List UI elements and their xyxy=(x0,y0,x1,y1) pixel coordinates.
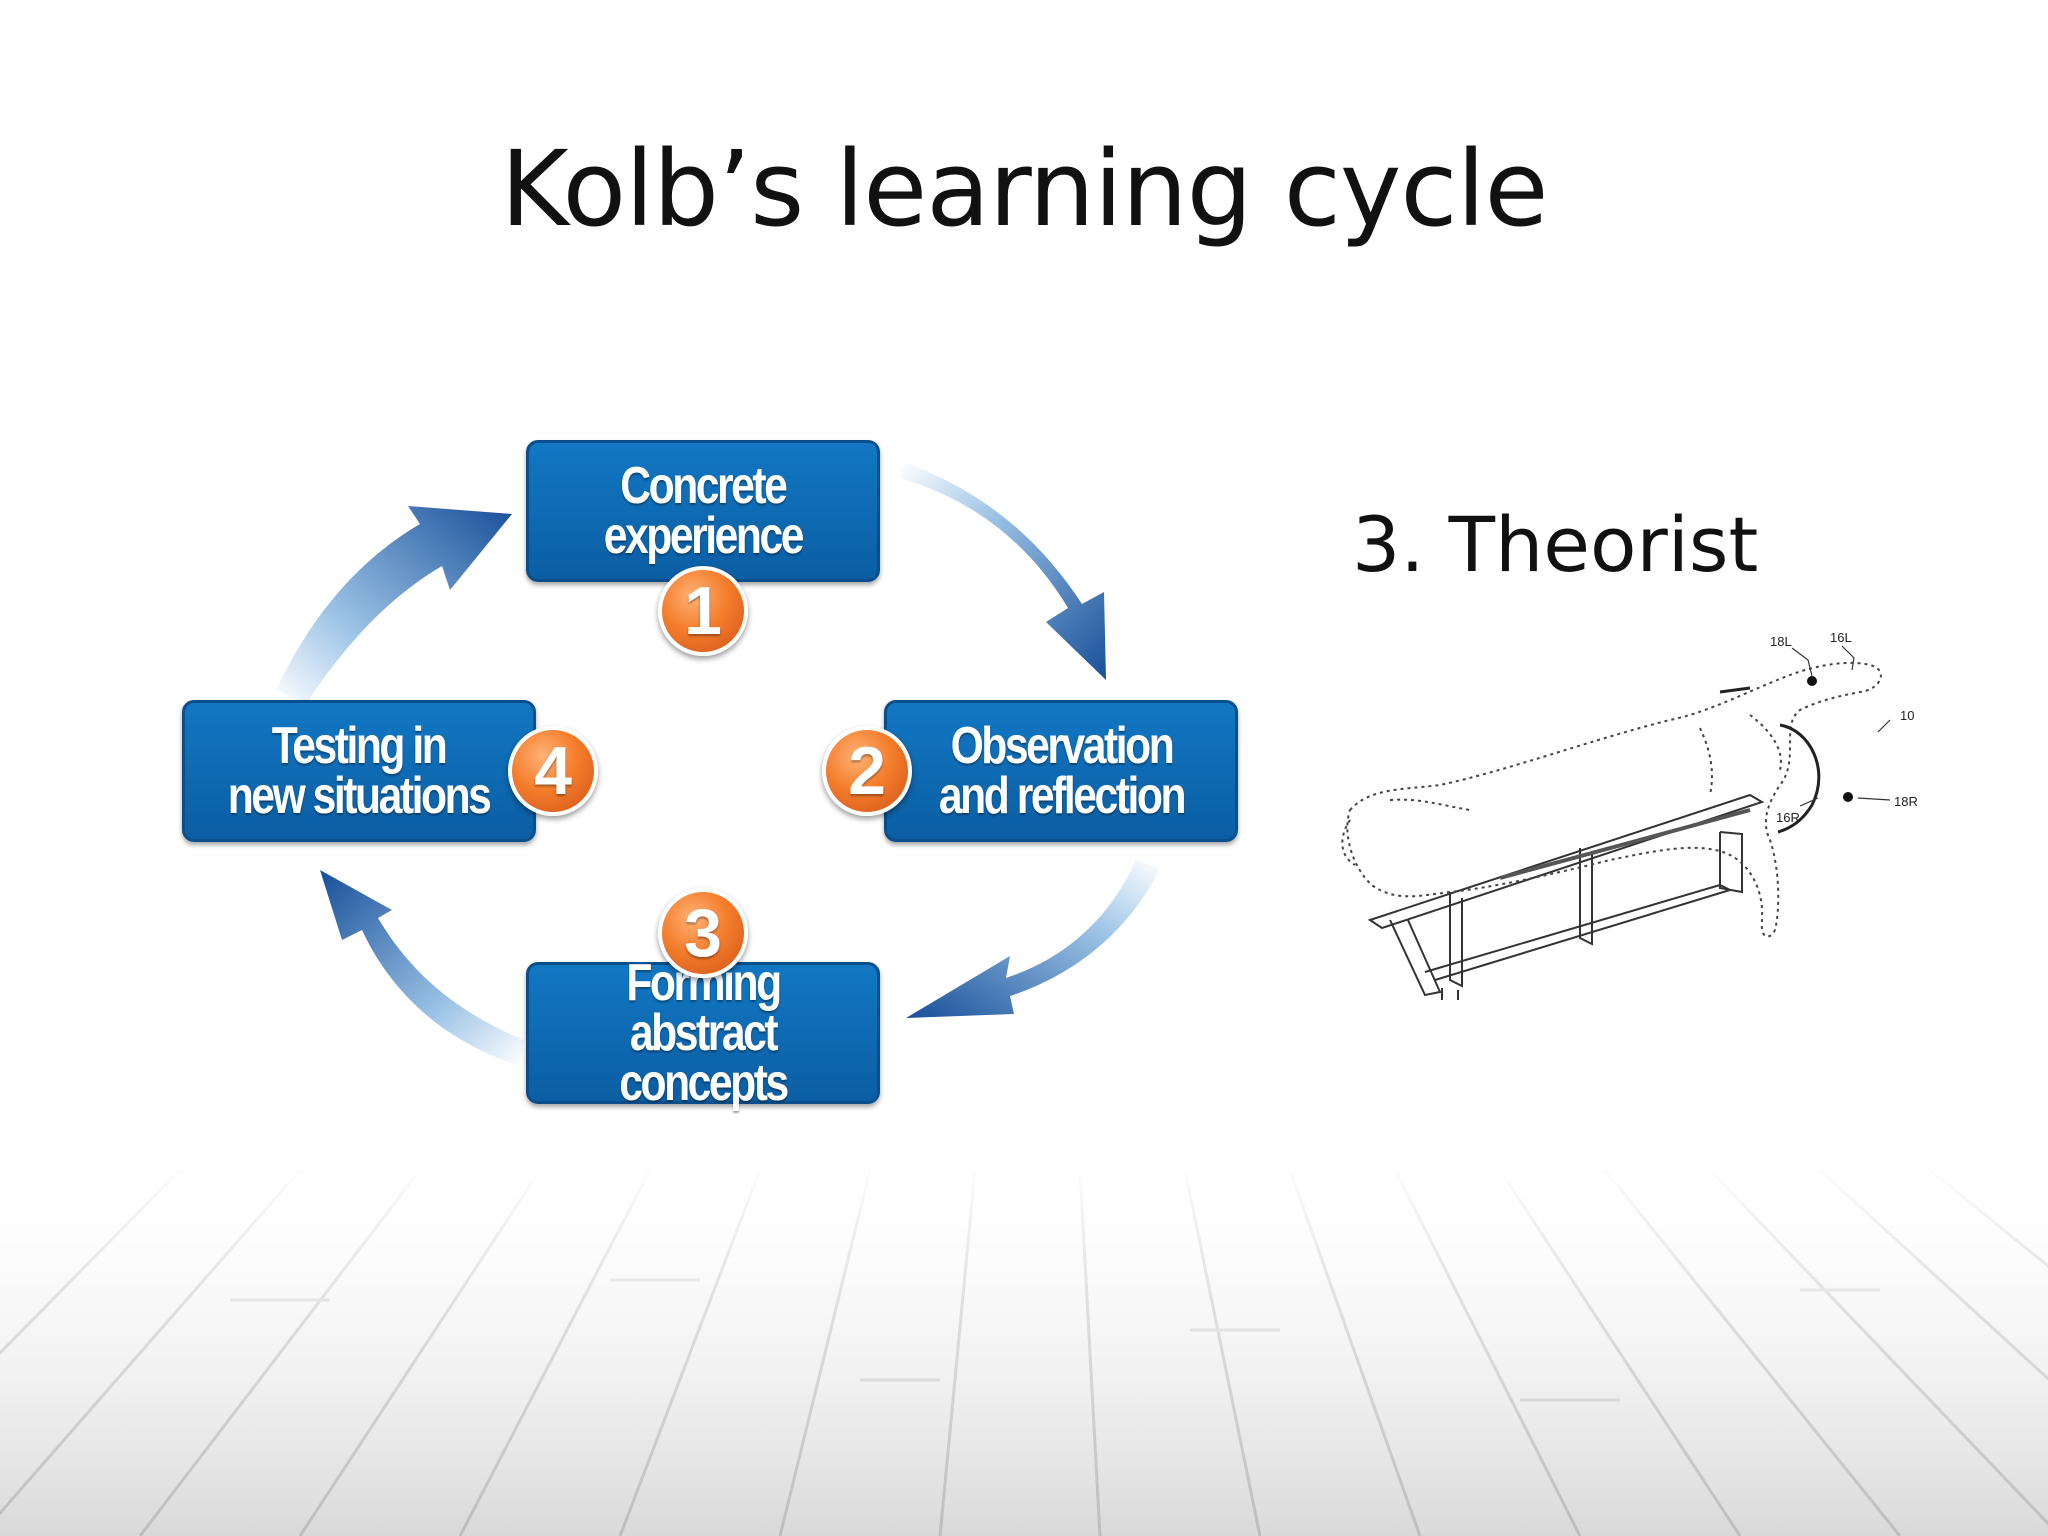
figure-label-10: 10 xyxy=(1900,708,1914,723)
stage-2-number-badge: 2 xyxy=(822,726,912,816)
stage-concrete-experience: Concrete experience xyxy=(526,440,880,582)
figure-label-18r: 18R xyxy=(1894,794,1918,809)
arrow-1-to-2 xyxy=(900,462,1106,680)
stage-forming-abstract-concepts: Forming abstract concepts xyxy=(526,957,880,1109)
stage-3-number: 3 xyxy=(684,895,722,971)
stage-4-number: 4 xyxy=(534,733,572,809)
stage-1-number-badge: 1 xyxy=(658,566,748,656)
sensor-dot-18r xyxy=(1843,792,1853,802)
figure-label-18l: 18L xyxy=(1770,634,1792,649)
sensor-dot-18l xyxy=(1807,676,1817,686)
stage-3-label: Forming abstract concepts xyxy=(619,954,789,1112)
person-on-bench-illustration: 18L 16L 10 18R 16R xyxy=(1341,630,1918,1000)
arrow-2-to-3 xyxy=(906,860,1160,1018)
arrow-4-to-1 xyxy=(276,506,512,704)
slide-title: Kolb’s learning cycle xyxy=(500,128,1549,250)
stage-1-label: Concrete experience xyxy=(603,457,805,565)
stage-4-number-badge: 4 xyxy=(508,726,598,816)
stage-3-number-badge: 3 xyxy=(658,888,748,978)
stage-2-number: 2 xyxy=(848,733,886,809)
figure-label-16l: 16L xyxy=(1830,630,1852,645)
arrow-3-to-4 xyxy=(320,870,524,1066)
stage-testing-new-situations: Testing in new situations xyxy=(182,700,536,842)
stage-observation-reflection: Observation and reflection xyxy=(884,700,1238,842)
stage-4-label: Testing in new situations xyxy=(228,717,492,825)
figure-label-16r: 16R xyxy=(1776,810,1800,825)
stage-2-label: Observation and reflection xyxy=(938,717,1186,825)
theorist-heading: 3. Theorist xyxy=(1352,500,1759,589)
stage-1-number: 1 xyxy=(684,573,722,649)
